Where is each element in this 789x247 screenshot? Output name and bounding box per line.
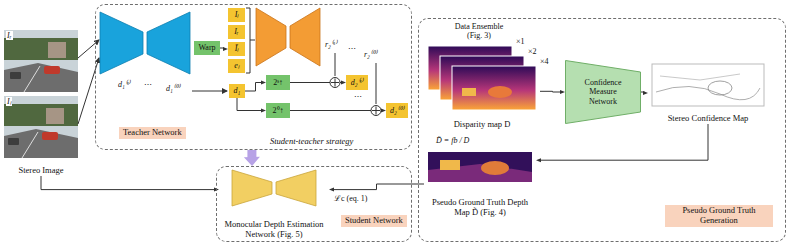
label-holder: d₁⁽ˢ⁾ <box>118 80 130 89</box>
label-holder: ×2 <box>528 47 537 56</box>
node-label: Stereo Confidence Map <box>668 114 749 124</box>
tensor-box: Iᵣ <box>228 25 245 39</box>
node-label: Iₗ <box>235 10 239 19</box>
ellipsis: ⋯ <box>144 80 152 89</box>
warp-box: Warp <box>194 41 220 55</box>
trapezoid-outline <box>566 61 641 124</box>
output-label: d₁⁽ˢ⁾ <box>118 80 130 89</box>
label-holder: ×4 <box>540 57 549 66</box>
scale-label: ×1 <box>516 37 525 46</box>
network-shape: Monocular Depth Estimation Network (Fig.… <box>219 168 329 240</box>
connector <box>244 150 260 166</box>
connector <box>220 47 228 51</box>
image-panel: Pseudo Ground Truth Depth Map D̃ (Fig. 4… <box>424 150 536 218</box>
upsample-box: 2ˢ↑ <box>266 75 290 90</box>
scale-label: ×4 <box>540 57 549 66</box>
node-label: Monocular Depth Estimation Network (Fig.… <box>220 220 328 240</box>
connector <box>41 176 219 192</box>
label-holder: r₂⁽ˢ⁾ <box>325 40 337 49</box>
connector-line <box>290 110 382 111</box>
label-holder: ⋯ <box>354 92 362 101</box>
node-label: Confidence Measure Network <box>577 78 629 106</box>
tensor-box: Ĩₗ <box>228 42 245 56</box>
node-label: 2⁰↑ <box>273 106 284 115</box>
node-label: d₂⁽⁰⁾ <box>390 106 404 115</box>
tensor-box: Iₗ <box>228 8 245 22</box>
street-photo <box>4 30 78 92</box>
output-label: d₁⁽⁰⁾ <box>166 84 180 93</box>
connector-line <box>237 98 262 111</box>
connector <box>641 91 648 95</box>
arrow-head <box>536 158 541 162</box>
node-label: Iᵣ <box>234 27 239 36</box>
upsample-box: 2⁰↑ <box>266 103 290 118</box>
output-label: r₂⁽ˢ⁾ <box>325 40 337 49</box>
sum-symbol <box>371 106 381 116</box>
node-label: Disparity map D <box>454 120 511 130</box>
arrow-head <box>244 157 260 166</box>
label-holder: ⋯ <box>144 80 152 89</box>
connector <box>237 98 266 113</box>
image-label: Iᵣ <box>6 31 13 40</box>
node-label: d₂⁽ˢ⁾ <box>351 78 363 87</box>
group-panel: Pseudo Ground Truth Generation Disparity … <box>418 18 786 242</box>
connector-line <box>540 124 708 160</box>
node-label: eₗ <box>234 61 239 70</box>
ellipsis: ⋯ <box>348 44 356 53</box>
tensor-box: d₂⁽⁰⁾ <box>386 103 408 118</box>
group-heading: Student Network <box>341 215 407 227</box>
formula-label: D̃ = fb / D <box>436 136 469 145</box>
arrow-head <box>329 188 334 192</box>
group-panel: Student Network Monocular Depth Estimatio… <box>216 166 412 242</box>
connector-line <box>290 82 342 83</box>
connector <box>540 90 565 94</box>
label-holder: Iᵣ <box>6 31 13 40</box>
connector <box>245 81 266 92</box>
strategy-label: Student-teacher strategy <box>270 137 353 147</box>
node-label: Stereo Image <box>18 166 63 176</box>
node-label: d₁ <box>234 86 241 95</box>
group-panel: Teacher Network Warp IₗIᵣĨₗ eₗ d₁ 2ˢ↑ d₂⁽ˢ⁾ 2⁰↑… <box>95 4 412 150</box>
street-photo <box>4 96 78 158</box>
label-holder: ⋯ <box>348 44 356 53</box>
confidence-network: Confidence Measure Network <box>565 60 641 124</box>
label-holder: ℒc (eq. 1) <box>334 194 367 203</box>
loss-label: ℒc (eq. 1) <box>334 194 367 203</box>
tensor-box: d₂⁽ˢ⁾ <box>346 75 368 90</box>
group-heading: Teacher Network <box>119 127 186 139</box>
connector <box>536 124 708 162</box>
tensor-box: eₗ <box>228 59 245 73</box>
label-holder: ×1 <box>516 37 525 46</box>
arrow-head <box>643 91 648 95</box>
image-label: Iₗ <box>6 97 12 106</box>
node-label: 2ˢ↑ <box>273 78 283 87</box>
label-holder: d₁⁽⁰⁾ <box>166 84 180 93</box>
sum-symbol <box>330 78 340 88</box>
tensor-box: d₁ <box>229 84 245 98</box>
label-holder: Student-teacher strategy <box>270 137 353 147</box>
group-heading: Pseudo Ground Truth Generation <box>665 205 773 227</box>
output-label: r₂⁽⁰⁾ <box>364 50 377 59</box>
node-label: Warp <box>198 43 215 52</box>
connector-line <box>540 91 561 93</box>
image-panel: Stereo Confidence Map <box>648 62 768 124</box>
label-holder: D̃ = fb / D <box>436 136 469 145</box>
ellipsis: ⋯ <box>354 92 362 101</box>
connector-line <box>245 83 262 92</box>
label-holder: r₂⁽⁰⁾ <box>364 50 377 59</box>
label-holder: Iₗ <box>6 97 12 106</box>
stereo-image: Stereo Image <box>2 28 80 176</box>
scale-label: ×2 <box>528 47 537 56</box>
arrow-head <box>560 90 565 94</box>
image-panel: Disparity map D <box>424 44 540 130</box>
connector <box>329 184 424 192</box>
step-label: Data Ensemble (Fig. 3) <box>448 22 510 40</box>
connector-line <box>41 176 215 190</box>
label-holder: Data Ensemble (Fig. 3) <box>448 22 510 40</box>
connector-line <box>333 184 424 190</box>
node-label: Ĩₗ <box>235 44 239 53</box>
node-label: Pseudo Ground Truth Depth Map D̃ (Fig. 4… <box>428 198 532 218</box>
